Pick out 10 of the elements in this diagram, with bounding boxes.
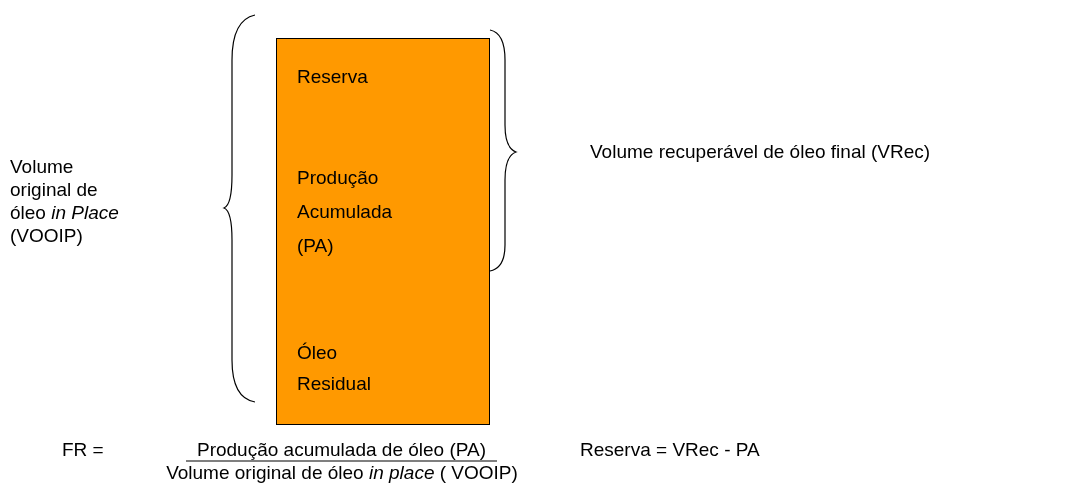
oil-volume-bar [276,38,490,425]
formula-denominator: Volume original de óleo in place ( VOOIP) [165,462,519,484]
formula-label: FR = [62,438,104,461]
section-label: Reserva [297,65,369,89]
side-label: Volume original de óleo in Place (VOOIP) [10,155,120,247]
section-label: Produção Acumulada (PA) [297,166,394,258]
side-label: Volume recuperável de óleo final (VRec) [590,140,932,163]
formula-label: Reserva = VRec - PA [580,438,760,461]
formula-numerator: Produção acumulada de óleo (PA) [195,438,487,461]
section-label: Óleo Residual [297,341,372,396]
